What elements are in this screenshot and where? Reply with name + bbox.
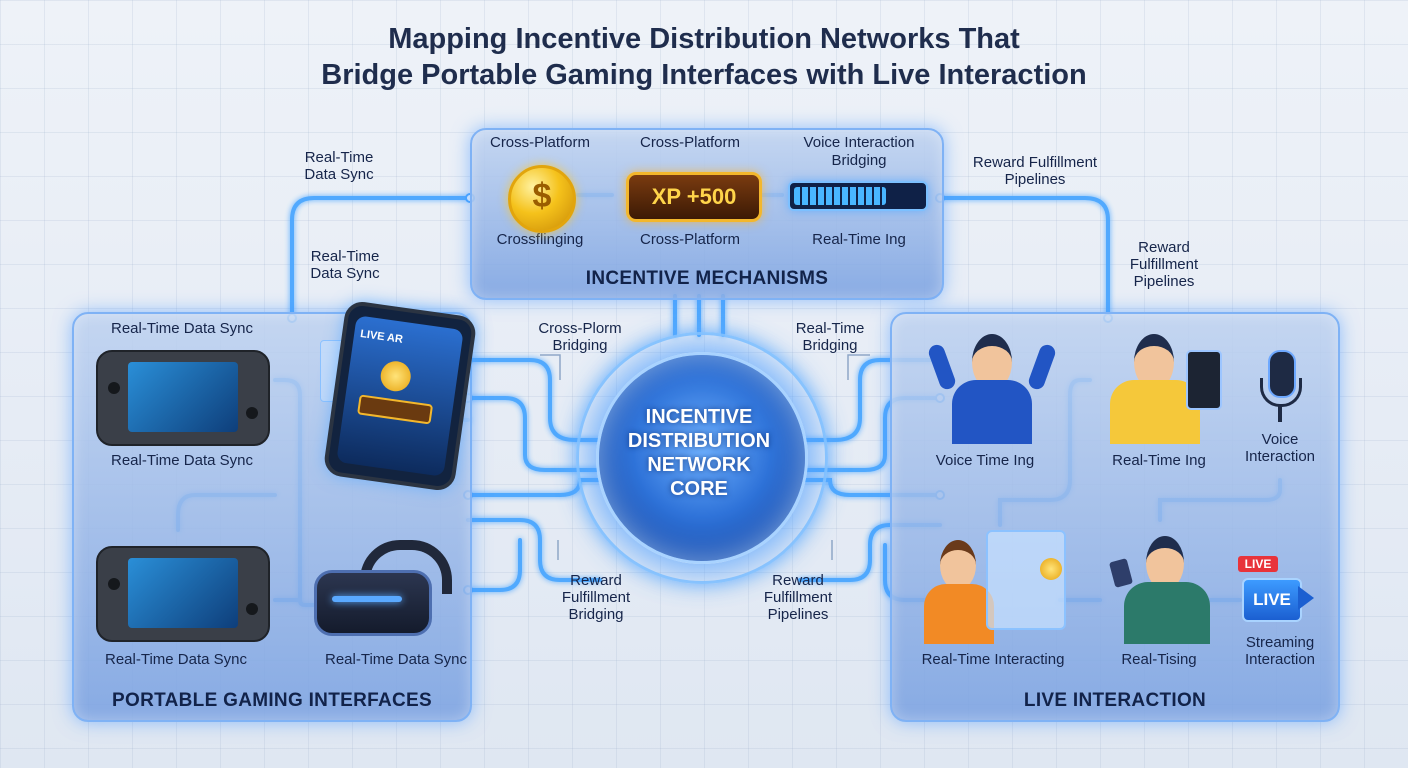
incentive-top-label-3: Voice Interaction <box>803 134 915 151</box>
page-title-line1: Mapping Incentive Distribution Networks … <box>388 23 1020 55</box>
person-interacting-icon <box>920 530 1070 644</box>
live-panel-title: LIVE INTERACTION <box>1023 690 1207 711</box>
camera-lens-icon <box>1298 586 1314 610</box>
handheld-console-icon <box>96 350 270 446</box>
portable-panel-title: PORTABLE GAMING INTERFACES <box>112 690 432 711</box>
live-label-6: Real-Tising <box>1121 651 1197 668</box>
xp-badge-icon: XP +500 <box>626 172 762 222</box>
incentive-top-label-1: Cross-Platform <box>489 134 590 151</box>
incentive-bottom-label-3: Real-Time Ing <box>812 231 906 248</box>
incentive-top-label-4: Bridging <box>831 152 887 169</box>
vr-headset-icon <box>314 540 452 638</box>
live-label-5: Real-Time Interacting <box>921 651 1065 668</box>
cheering-person-icon <box>926 330 1058 444</box>
person-with-card-icon <box>1108 530 1220 644</box>
live-label-2: Real-Time Ing <box>1112 452 1206 469</box>
wire-right-top <box>938 196 1110 320</box>
portable-label-4: Real-Time Data Sync <box>325 651 467 668</box>
microphone-icon <box>1258 350 1302 430</box>
smartphone-icon: LIVE AR <box>322 299 478 493</box>
gold-coin-icon: $ <box>508 165 576 233</box>
portable-label-1: Real-Time Data Sync <box>111 320 253 337</box>
network-core <box>596 352 808 564</box>
incentive-top-label-2: Cross-Platform <box>639 134 740 151</box>
incentive-bottom-label-2: Cross-Platform <box>639 231 740 248</box>
live-label-3: Voice <box>1261 431 1299 448</box>
handheld-console-icon <box>96 546 270 642</box>
portable-label-3: Real-Time Data Sync <box>105 651 247 668</box>
portable-label-2: Real-Time Data Sync <box>111 452 253 469</box>
live-camera-icon: LIVE <box>1242 578 1302 622</box>
live-badge: LIVE <box>1238 556 1278 572</box>
live-label-1: Voice Time Ing <box>935 452 1035 469</box>
live-label-7: Streaming <box>1245 634 1315 651</box>
incentive-panel-title: INCENTIVE MECHANISMS <box>585 268 829 289</box>
person-with-phone-icon <box>1100 330 1222 444</box>
live-label-8: Interaction <box>1244 651 1316 668</box>
progress-bar-icon <box>788 181 928 211</box>
core-outer-ring <box>576 332 828 584</box>
core-label: INCENTIVE DISTRIBUTION NETWORK CORE <box>627 406 771 500</box>
wire-left-top <box>290 196 472 320</box>
incentive-bottom-label-1: Crossflinging <box>496 231 584 248</box>
page-title-line2: Bridge Portable Gaming Interfaces with L… <box>321 59 1087 91</box>
live-label-4: Interaction <box>1244 448 1316 465</box>
